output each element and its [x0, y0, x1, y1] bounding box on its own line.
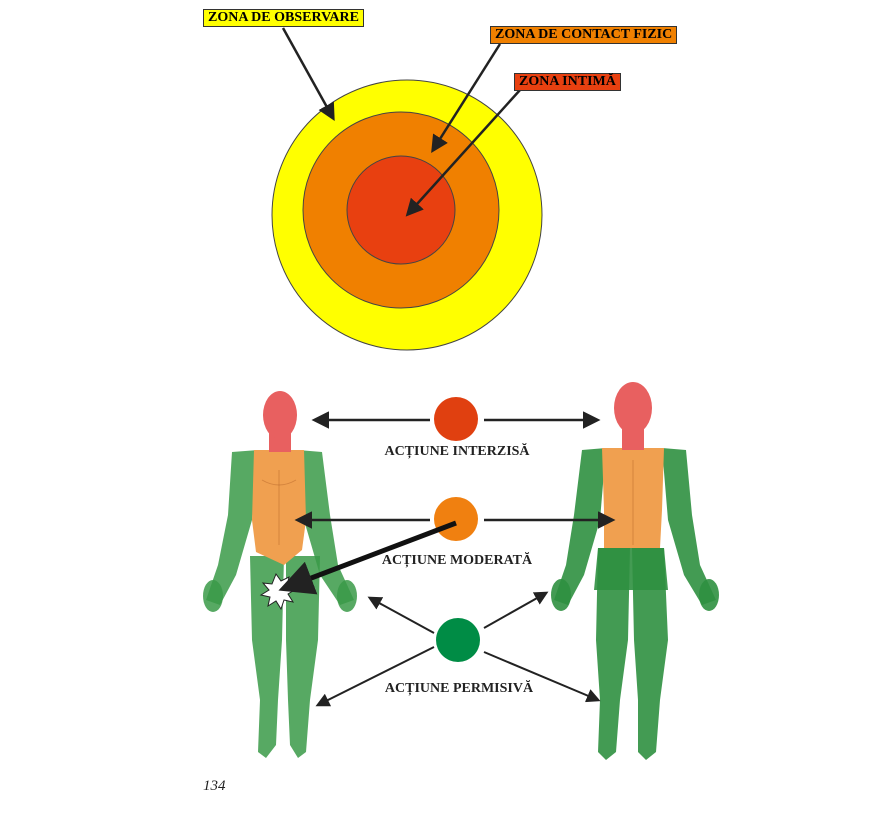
intimate-zone-circle [346, 155, 456, 265]
permissive-action-circle [436, 618, 480, 662]
front-body-figure [203, 391, 357, 758]
permissive-arrow-lower-right [483, 651, 601, 703]
permissive-arrow-upper-right [483, 591, 549, 629]
permissive-action-label: ACȚIUNE PERMISIVĂ [384, 681, 534, 696]
contact-zone-label: ZONA DE CONTACT FIZIC [490, 26, 678, 44]
intimate-zone-label: ZONA INTIMĂ [514, 73, 621, 91]
moderate-action-label: ACȚIUNE MODERATĂ [381, 553, 533, 568]
observation-zone-label: ZONA DE OBSERVARE [203, 9, 364, 27]
page-number: 134 [203, 778, 226, 794]
observation-arrow [281, 27, 335, 122]
moderate-arrow-pelvis [278, 520, 457, 595]
permissive-arrow-upper-left [367, 596, 435, 634]
forbidden-action-circle [434, 397, 478, 441]
moderate-action-circle [434, 497, 478, 541]
intimate-arrow [405, 89, 521, 217]
contact-arrow [431, 43, 502, 153]
permissive-arrow-lower-left [315, 646, 435, 707]
back-body-figure [551, 382, 719, 760]
forbidden-action-label: ACȚIUNE INTERZISĂ [384, 444, 530, 459]
